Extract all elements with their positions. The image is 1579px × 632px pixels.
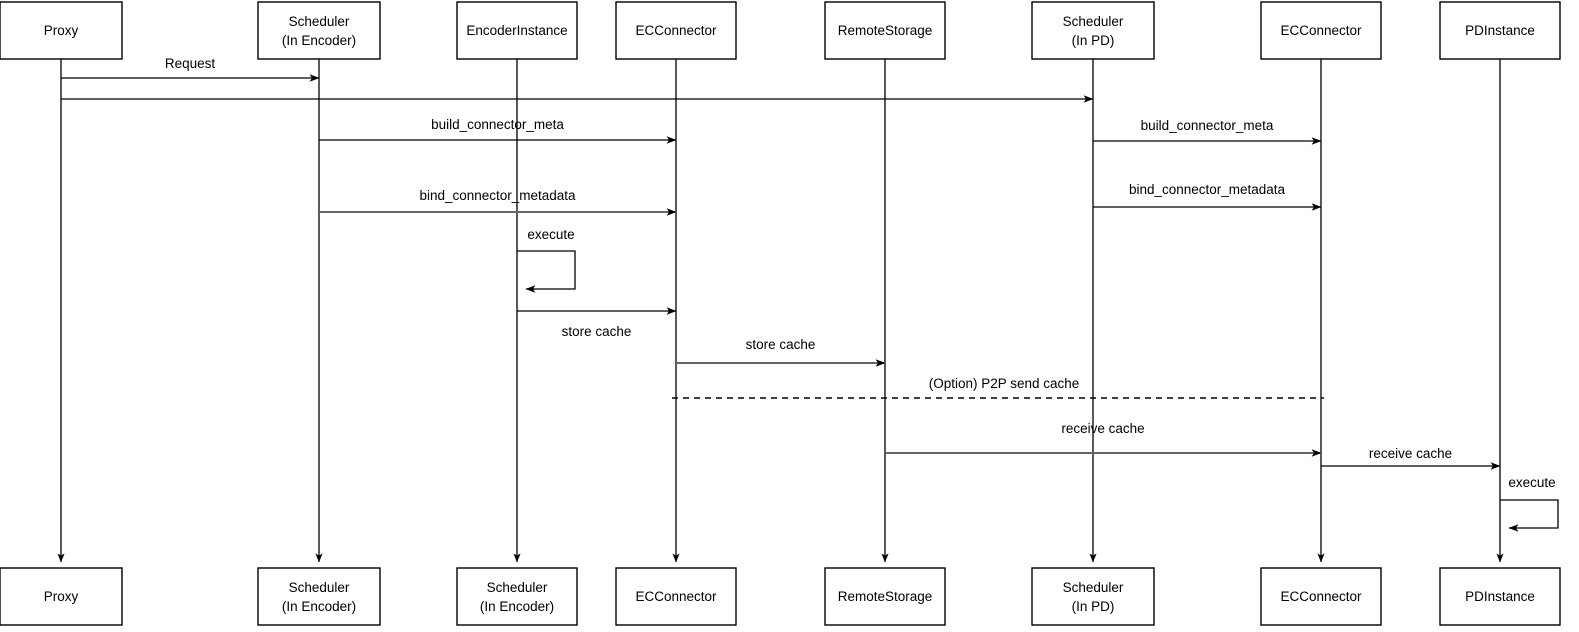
bottom-box-sched_pd[interactable]: [1031, 567, 1155, 626]
bottom-box-label-proxy: Proxy: [44, 589, 79, 604]
top-box-label-ec_conn_1: ECConnector: [635, 23, 717, 38]
message-m1[interactable]: Request: [61, 56, 320, 82]
message-m3[interactable]: build_connector_meta: [319, 117, 677, 144]
top-participant-proxy[interactable]: Proxy: [0, 1, 123, 60]
top-participant-boxes: Proxy Scheduler (In Encoder) EncoderInstanc…: [0, 1, 1561, 60]
top-participant-remote_store[interactable]: RemoteStorage: [824, 1, 946, 60]
top-box-pd_inst[interactable]: [1439, 1, 1561, 60]
bottom-box-label-sched_pd: Scheduler: [1063, 580, 1124, 595]
self-loop-path-s2: [1500, 499, 1559, 532]
top-box-sublabel-sched_enc: (In Encoder): [282, 33, 356, 48]
bottom-box-label-ec_conn_2: ECConnector: [1280, 589, 1362, 604]
bottom-box-sublabel-encoder_inst: (In Encoder): [480, 599, 554, 614]
bottom-box-sched_enc[interactable]: [257, 567, 381, 626]
message-m8[interactable]: store cache: [676, 337, 886, 367]
bottom-box-label-ec_conn_1: ECConnector: [635, 589, 717, 604]
self-loop-s1[interactable]: execute: [517, 227, 576, 293]
message-m11[interactable]: receive cache: [1321, 446, 1501, 470]
messages-group: Request build_connector_meta build_connect…: [61, 56, 1501, 470]
dashed-message-m9[interactable]: (Option) P2P send cache: [672, 376, 1324, 399]
bottom-box-label-pd_inst: PDInstance: [1465, 589, 1535, 604]
self-loop-s2[interactable]: execute: [1500, 475, 1559, 532]
message-m10[interactable]: receive cache: [885, 421, 1322, 457]
bottom-box-proxy[interactable]: [0, 567, 123, 626]
message-label-m10: receive cache: [1061, 421, 1144, 436]
top-participant-sched_pd[interactable]: Scheduler (In PD): [1031, 1, 1155, 60]
top-box-label-ec_conn_2: ECConnector: [1280, 23, 1362, 38]
top-box-sched_pd[interactable]: [1031, 1, 1155, 60]
top-box-proxy[interactable]: [0, 1, 123, 60]
top-box-label-sched_pd: Scheduler: [1063, 14, 1124, 29]
top-participant-ec_conn_2[interactable]: ECConnector: [1260, 1, 1382, 60]
top-participant-ec_conn_1[interactable]: ECConnector: [615, 1, 737, 60]
top-box-sched_enc[interactable]: [257, 1, 381, 60]
top-box-label-proxy: Proxy: [44, 23, 79, 38]
top-box-ec_conn_2[interactable]: [1260, 1, 1382, 60]
top-participant-encoder_inst[interactable]: EncoderInstance: [456, 1, 578, 60]
message-label-m1: Request: [165, 56, 216, 71]
message-label-m4: build_connector_meta: [1141, 118, 1274, 133]
top-box-remote_store[interactable]: [824, 1, 946, 60]
bottom-box-label-encoder_inst: Scheduler: [487, 580, 548, 595]
top-participant-pd_inst[interactable]: PDInstance: [1439, 1, 1561, 60]
bottom-participant-ec_conn_1[interactable]: ECConnector: [615, 567, 737, 626]
bottom-participant-sched_pd[interactable]: Scheduler (In PD): [1031, 567, 1155, 626]
bottom-participant-ec_conn_2[interactable]: ECConnector: [1260, 567, 1382, 626]
bottom-box-label-remote_store: RemoteStorage: [838, 589, 933, 604]
self-loops-group: execute execute: [517, 227, 1559, 532]
top-box-label-encoder_inst: EncoderInstance: [466, 23, 567, 38]
bottom-box-remote_store[interactable]: [824, 567, 946, 626]
bottom-participant-proxy[interactable]: Proxy: [0, 567, 123, 626]
lifelines-group: [57, 59, 1504, 563]
bottom-participant-sched_enc[interactable]: Scheduler (In Encoder): [257, 567, 381, 626]
message-m7[interactable]: store cache: [517, 307, 677, 339]
bottom-box-sublabel-sched_pd: (In PD): [1072, 599, 1115, 614]
self-loop-path-s1: [517, 250, 576, 293]
dashed-message-label-m9: (Option) P2P send cache: [929, 376, 1080, 391]
top-box-label-remote_store: RemoteStorage: [838, 23, 933, 38]
message-label-m5: bind_connector_metadata: [419, 188, 576, 203]
top-box-ec_conn_1[interactable]: [615, 1, 737, 60]
top-box-sublabel-sched_pd: (In PD): [1072, 33, 1115, 48]
message-label-m8: store cache: [746, 337, 816, 352]
message-label-m6: bind_connector_metadata: [1129, 182, 1286, 197]
bottom-participant-pd_inst[interactable]: PDInstance: [1439, 567, 1561, 626]
message-label-m3: build_connector_meta: [431, 117, 564, 132]
bottom-box-label-sched_enc: Scheduler: [289, 580, 350, 595]
top-box-label-pd_inst: PDInstance: [1465, 23, 1535, 38]
top-box-label-sched_enc: Scheduler: [289, 14, 350, 29]
bottom-participant-boxes: Proxy Scheduler (In Encoder) Scheduler (In E…: [0, 567, 1561, 626]
bottom-participant-remote_store[interactable]: RemoteStorage: [824, 567, 946, 626]
top-box-encoder_inst[interactable]: [456, 1, 578, 60]
self-loop-label-s1: execute: [527, 227, 574, 242]
message-m4[interactable]: build_connector_meta: [1093, 118, 1322, 145]
message-label-m11: receive cache: [1369, 446, 1452, 461]
top-participant-sched_enc[interactable]: Scheduler (In Encoder): [257, 1, 381, 60]
message-label-m7: store cache: [562, 324, 632, 339]
message-m6[interactable]: bind_connector_metadata: [1093, 182, 1322, 211]
bottom-participant-encoder_inst[interactable]: Scheduler (In Encoder): [456, 567, 578, 626]
bottom-box-encoder_inst[interactable]: [456, 567, 578, 626]
message-m5[interactable]: bind_connector_metadata: [319, 188, 677, 216]
bottom-box-sublabel-sched_enc: (In Encoder): [282, 599, 356, 614]
bottom-box-ec_conn_1[interactable]: [615, 567, 737, 626]
self-loop-label-s2: execute: [1508, 475, 1555, 490]
bottom-box-ec_conn_2[interactable]: [1260, 567, 1382, 626]
bottom-box-pd_inst[interactable]: [1439, 567, 1561, 626]
